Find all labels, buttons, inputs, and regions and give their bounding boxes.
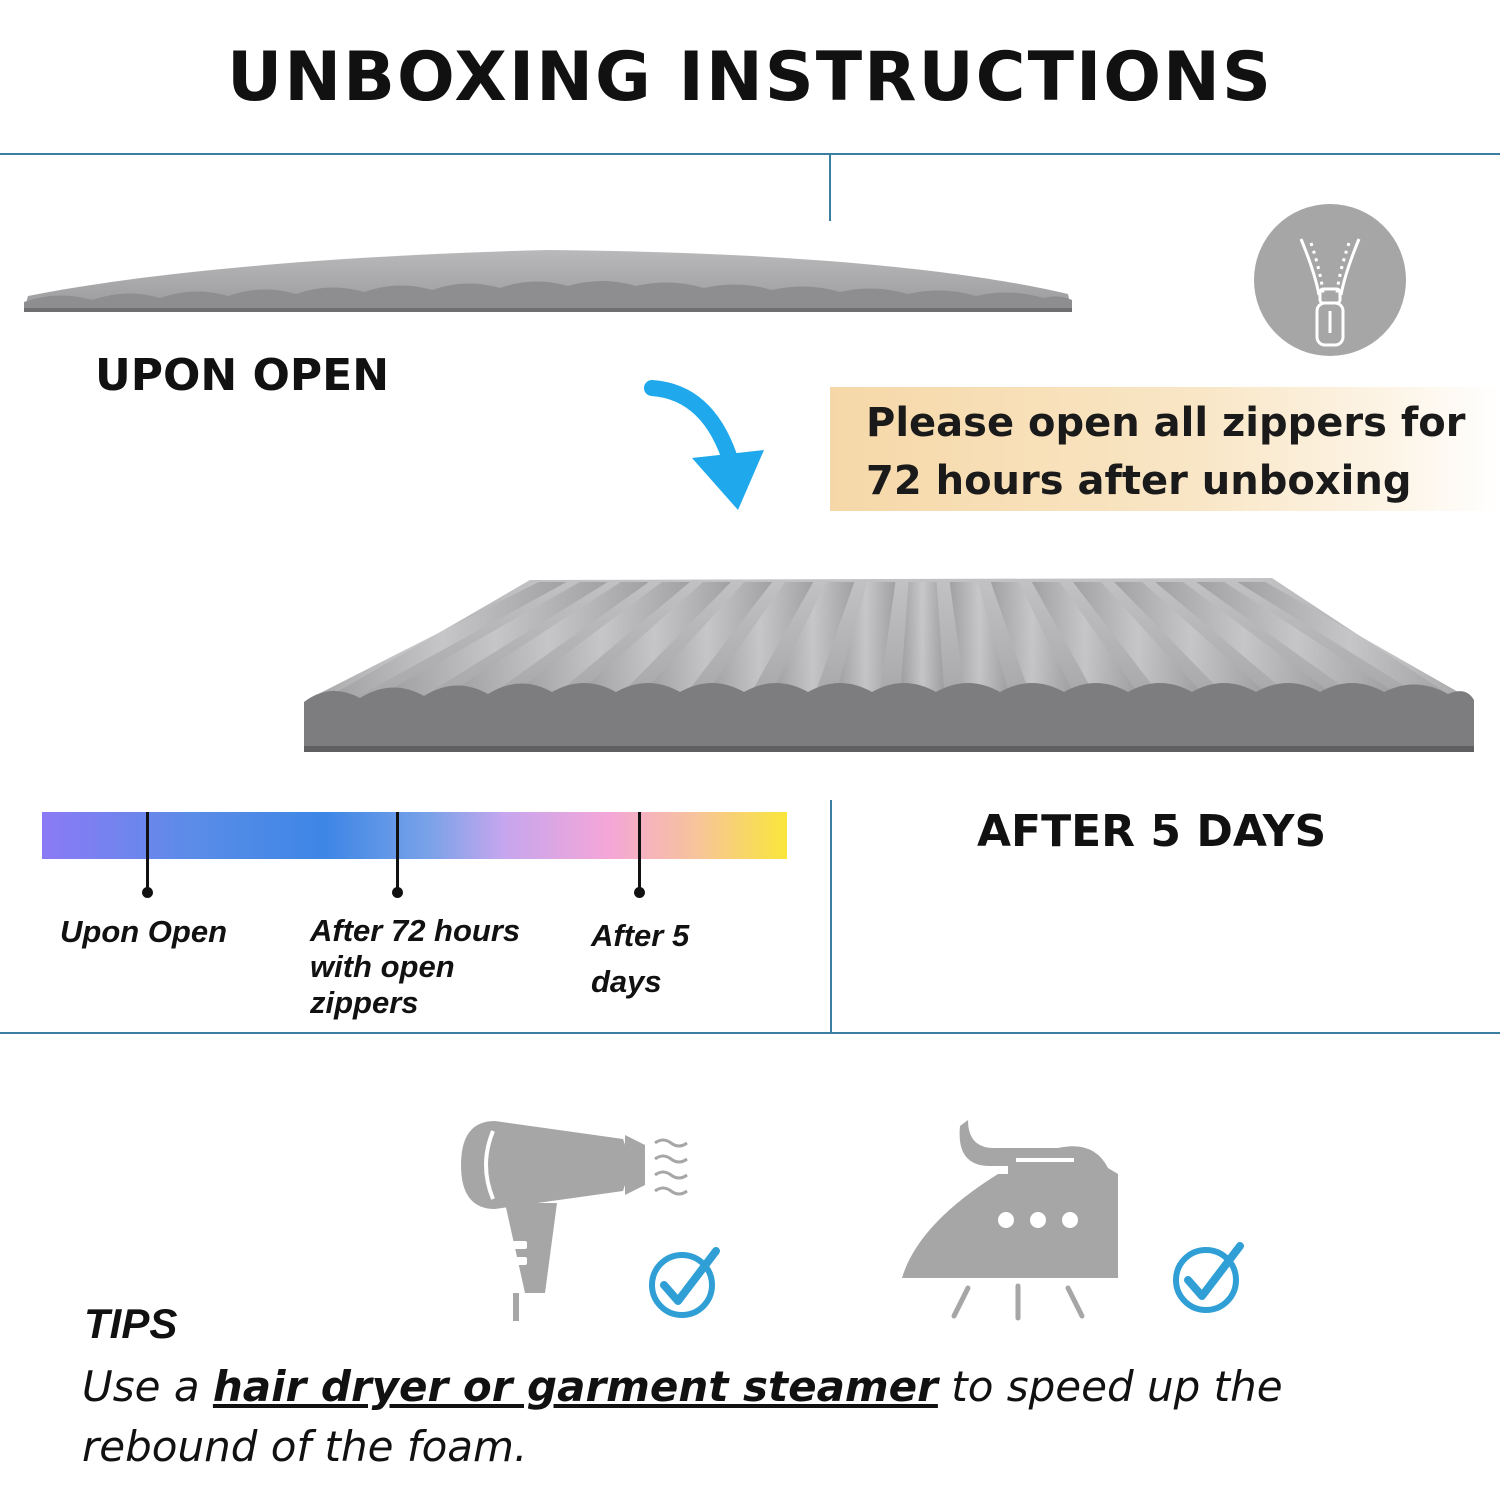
hair-dryer-icon xyxy=(461,1121,688,1321)
upon-open-label: UPON OPEN xyxy=(95,350,390,401)
zipper-note-line-1: Please open all zippers for xyxy=(866,400,1466,446)
tips-text-emphasis: hair dryer or garment steamer xyxy=(212,1362,938,1411)
timeline-label-5-days: After 5 days xyxy=(591,918,690,999)
foam-ridge xyxy=(771,582,855,694)
zipper-note-box xyxy=(830,387,1500,511)
foam-ridge xyxy=(641,582,773,694)
timeline-tick-2 xyxy=(396,812,399,892)
checkmark-icon xyxy=(1173,1242,1244,1313)
foam-ridge xyxy=(512,582,690,694)
timeline-label-72-hours: After 72 hours with open zippers xyxy=(310,913,521,1020)
timeline-tick-3 xyxy=(638,812,641,892)
tips-text-before: Use a xyxy=(82,1362,213,1411)
checkmark-icon xyxy=(649,1247,720,1318)
timeline-dot-3 xyxy=(634,887,645,898)
foam-ridge xyxy=(1031,582,1139,694)
foam-ridge xyxy=(577,582,731,694)
lower-vertical-divider xyxy=(830,800,832,1034)
foam-ridge xyxy=(900,582,945,694)
foam-ridge xyxy=(990,582,1074,694)
tips-text-after: to speed up the rebound of the foam. xyxy=(82,1362,1283,1471)
timeline-label-upon-open: Upon Open xyxy=(60,914,228,949)
tips-text: Use a hair dryer or garment steamer to s… xyxy=(82,1357,1462,1477)
foam-ridge xyxy=(318,582,567,694)
foam-ridge xyxy=(835,582,896,694)
rebound-timeline-bar xyxy=(42,812,787,859)
expanded-foam-image xyxy=(304,578,1474,752)
steam-iron-icon xyxy=(902,1120,1118,1321)
zipper-note-line-2: 72 hours after unboxing xyxy=(866,458,1412,504)
foam-ridge xyxy=(706,582,814,694)
zipper-note-text: Please open all zippers for 72 hours aft… xyxy=(866,394,1486,510)
foam-ridge xyxy=(949,582,1009,694)
compressed-foam-image xyxy=(24,250,1072,312)
upper-vertical-divider xyxy=(829,155,831,221)
foam-ridge xyxy=(1237,582,1462,694)
zipper-icon xyxy=(1254,204,1406,356)
foam-ridge xyxy=(447,582,649,694)
foam-ridge xyxy=(1196,582,1397,694)
foam-ridge xyxy=(1114,582,1268,694)
timeline-dot-1 xyxy=(142,887,153,898)
foam-ridge xyxy=(383,582,608,694)
foam-ridge xyxy=(1155,582,1333,694)
timeline-dot-2 xyxy=(392,887,403,898)
after-days-label: AFTER 5 DAYS xyxy=(977,806,1327,857)
foam-ridges xyxy=(318,582,1462,694)
timeline-tick-1 xyxy=(146,812,149,892)
top-divider xyxy=(0,153,1500,155)
page-title: UNBOXING INSTRUCTIONS xyxy=(227,38,1273,117)
bottom-divider xyxy=(0,1032,1500,1034)
foam-ridge xyxy=(1073,582,1203,694)
tips-heading: TIPS xyxy=(84,1300,178,1347)
curved-arrow-icon xyxy=(644,380,764,510)
